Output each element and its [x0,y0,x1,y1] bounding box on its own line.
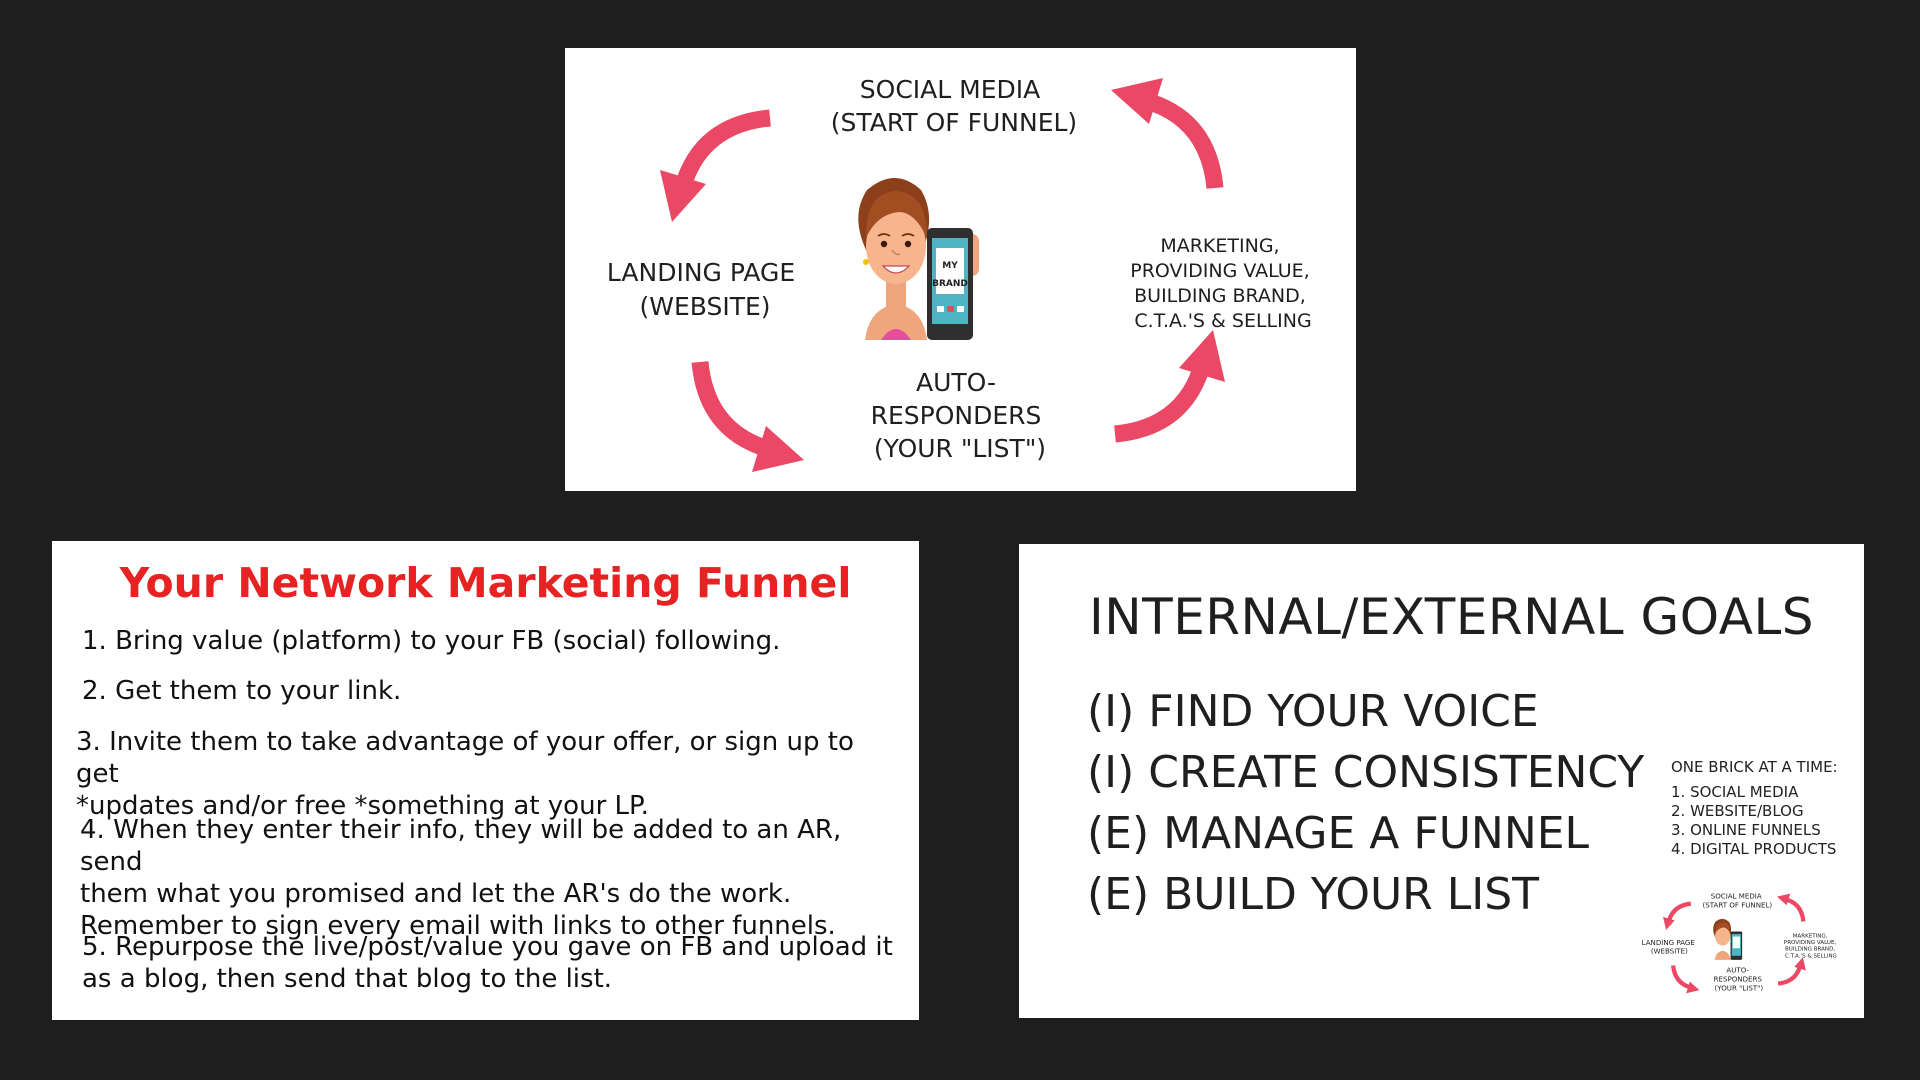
step-4-line-2: them what you promised and let the AR's … [80,879,792,909]
mini-arrow-2 [1673,965,1699,993]
arrow-social-to-landing [660,118,770,222]
marketing-line-4: C.T.A.'S & SELLING [1134,310,1311,332]
brick-title: ONE BRICK AT A TIME: [1671,758,1838,776]
arrow-auto-to-marketing [1115,330,1225,434]
marketing-line-2: PROVIDING VALUE, [1130,260,1309,282]
network-funnel-card: Your Network Marketing Funnel 1. Bring v… [52,541,919,1020]
arrow-marketing-to-social [1111,78,1215,188]
funnel-title: Your Network Marketing Funnel [119,559,852,607]
landing-line-2: (WEBSITE) [639,292,770,321]
step-3-line-2: *updates and/or free *something at your … [76,791,649,821]
step-1-line-1: 1. Bring value (platform) to your FB (so… [82,626,781,656]
marketing-line-3: BUILDING BRAND, [1134,285,1306,307]
funnel-step-1: 1. Bring value (platform) to your FB (so… [82,625,899,657]
mini-woman-avatar [1713,918,1743,960]
goal-find-voice: (I) FIND YOUR VOICE [1087,686,1539,737]
label-marketing: MARKETING, PROVIDING VALUE, BUILDING BRA… [1130,235,1316,332]
label-auto-responders: AUTO- RESPONDERS (YOUR "LIST") [871,368,1050,463]
phone-text-1: MY [942,261,958,271]
auto-line-2: RESPONDERS [871,401,1042,430]
label-landing-page: LANDING PAGE (WEBSITE) [607,258,803,321]
social-line-1: SOCIAL MEDIA [860,75,1040,104]
brick-item-1: 1. SOCIAL MEDIA [1671,783,1799,801]
brick-item-3: 3. ONLINE FUNNELS [1671,821,1821,839]
funnel-step-5: 5. Repurpose the live/post/value you gav… [82,931,899,995]
step-5-line-1: 5. Repurpose the live/post/value you gav… [82,932,893,962]
funnel-step-4: 4. When they enter their info, they will… [80,814,899,942]
brick-item-2: 2. WEBSITE/BLOG [1671,802,1804,820]
mini-label-social: SOCIAL MEDIA (START OF FUNNEL) [1703,892,1773,910]
mini-arrow-3 [1778,957,1806,983]
mini-funnel-cycle-diagram: SOCIAL MEDIA (START OF FUNNEL) LANDING P… [1642,877,1838,1007]
funnel-step-3: 3. Invite them to take advantage of your… [76,726,899,822]
step-2-line-1: 2. Get them to your link. [82,676,402,706]
landing-line-1: LANDING PAGE [607,258,795,287]
phone-text-2: BRAND [932,279,968,289]
step-4-line-3: Remember to sign every email with links … [80,911,836,941]
goal-manage-funnel: (E) MANAGE A FUNNEL [1087,808,1590,859]
phone-illustration: MY BRAND [927,228,973,340]
goal-build-list: (E) BUILD YOUR LIST [1087,869,1540,920]
mini-label-landing: LANDING PAGE (WEBSITE) [1642,938,1697,956]
mini-label-auto: AUTO- RESPONDERS (YOUR "LIST") [1714,966,1765,993]
mini-arrow-4 [1777,894,1803,922]
funnel-step-2: 2. Get them to your link. [82,675,899,707]
brick-item-4: 4. DIGITAL PRODUCTS [1671,840,1837,858]
auto-line-3: (YOUR "LIST") [874,434,1046,463]
marketing-line-1: MARKETING, [1160,235,1279,257]
funnel-cycle-diagram: SOCIAL MEDIA (START OF FUNNEL) LANDING P… [607,48,1316,491]
arrow-landing-to-auto [700,362,804,472]
funnel-cycle-card: SOCIAL MEDIA (START OF FUNNEL) LANDING P… [565,48,1356,491]
goal-create-consistency: (I) CREATE CONSISTENCY [1087,747,1645,798]
goals-card: INTERNAL/EXTERNAL GOALS (I) FIND YOUR VO… [1019,544,1864,1018]
mini-arrow-1 [1663,904,1691,930]
goals-title: INTERNAL/EXTERNAL GOALS [1089,588,1815,646]
step-4-line-1: 4. When they enter their info, they will… [80,815,842,877]
mini-label-marketing: MARKETING, PROVIDING VALUE, BUILDING BRA… [1784,934,1838,960]
step-3-line-1: 3. Invite them to take advantage of your… [76,727,854,789]
social-line-2: (START OF FUNNEL) [831,108,1077,137]
auto-line-1: AUTO- [916,368,996,397]
label-social-media: SOCIAL MEDIA (START OF FUNNEL) [831,75,1077,137]
step-5-line-2: as a blog, then send that blog to the li… [82,964,613,994]
woman-avatar-illustration [858,178,979,340]
